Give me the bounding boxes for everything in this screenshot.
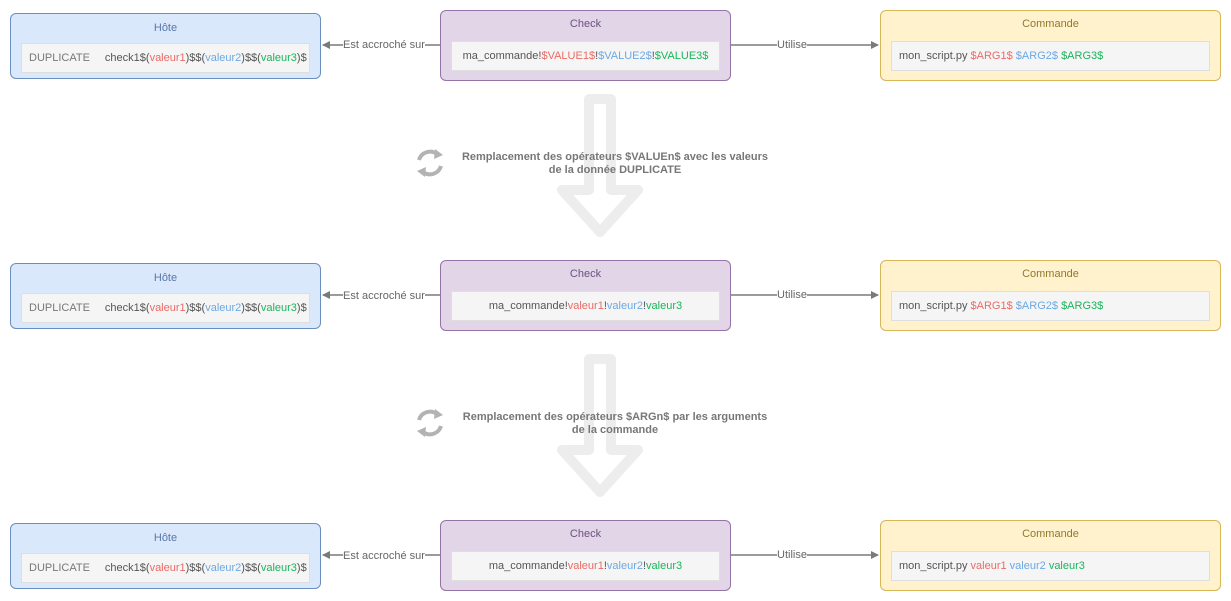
value-3: valeur3 — [260, 562, 297, 574]
arg-3: valeur3 — [646, 300, 683, 312]
value-2: valeur2 — [205, 562, 242, 574]
duplicate-label: DUPLICATE — [29, 52, 90, 64]
value-1: valeur1 — [149, 562, 186, 574]
arg-2: valeur2 — [606, 300, 643, 312]
text-part: )$$( — [241, 302, 261, 314]
commande-box: Commande mon_script.py $ARG1$ $ARG2$ $AR… — [880, 10, 1221, 81]
commande-box: Commande mon_script.py $ARG1$ $ARG2$ $AR… — [880, 260, 1221, 331]
step-description-2: Remplacement des opérateurs $ARGn$ par l… — [455, 411, 775, 437]
uses-label: Utilise — [777, 39, 807, 51]
check-definition: ma_commande!$VALUE1$!$VALUE2$!$VALUE3$ — [451, 41, 720, 71]
arg-1: $ARG1$ — [970, 300, 1013, 312]
commande-definition: mon_script.py $ARG1$ $ARG2$ $ARG3$ — [891, 291, 1210, 321]
down-arrow-icon — [557, 354, 643, 497]
hote-title: Hôte — [153, 22, 178, 34]
attached-label: Est accroché sur — [343, 39, 425, 51]
arg-3: valeur3 — [1048, 560, 1085, 572]
text-part: )$$( — [241, 52, 261, 64]
uses-label: Utilise — [777, 549, 807, 561]
commande-box: Commande mon_script.py valeur1 valeur2 v… — [880, 520, 1221, 591]
check-title: Check — [569, 268, 602, 280]
uses-label: Utilise — [777, 289, 807, 301]
step-line: de la commande — [571, 424, 659, 436]
text-part: )$$( — [185, 562, 206, 574]
check-definition: ma_commande!valeur1!valeur2!valeur3 — [451, 551, 720, 581]
value-1: valeur1 — [149, 302, 186, 314]
text-part: ! — [651, 50, 655, 62]
arg-3: $VALUE3$ — [654, 50, 709, 62]
arg-1: valeur1 — [567, 560, 604, 572]
arg-2: valeur2 — [606, 560, 643, 572]
arg-1: valeur1 — [567, 300, 604, 312]
check-box: Check ma_commande!valeur1!valeur2!valeur… — [440, 520, 731, 591]
attached-label: Est accroché sur — [343, 290, 425, 302]
text-part: mon_script.py — [899, 50, 971, 62]
check-box: Check ma_commande!valeur1!valeur2!valeur… — [440, 260, 731, 331]
step-line: de la donnée DUPLICATE — [548, 164, 682, 176]
arg-3: valeur3 — [646, 560, 683, 572]
hote-title: Hôte — [153, 272, 178, 284]
arg-2: $ARG2$ — [1015, 300, 1058, 312]
text-part: ! — [603, 560, 607, 572]
text-part: ! — [642, 560, 647, 572]
text-part: )$ — [296, 52, 307, 64]
text-part: ! — [642, 300, 647, 312]
text-part: check1$( — [104, 562, 150, 574]
check-box: Check ma_commande!$VALUE1$!$VALUE2$!$VAL… — [440, 10, 731, 81]
arg-2: valeur2 — [1009, 560, 1046, 572]
text-part: ma_commande! — [488, 560, 568, 572]
step-line: Remplacement des opérateurs $VALUEn$ ave… — [461, 151, 769, 163]
commande-definition: mon_script.py valeur1 valeur2 valeur3 — [891, 551, 1210, 581]
refresh-icon — [417, 409, 443, 437]
arg-2: $VALUE2$ — [598, 50, 652, 62]
text-part: mon_script.py — [899, 560, 971, 572]
arg-3: $ARG3$ — [1061, 300, 1104, 312]
arg-3: $ARG3$ — [1061, 50, 1104, 62]
text-part: ! — [603, 300, 607, 312]
text-part: mon_script.py — [899, 300, 971, 312]
step-line: Remplacement des opérateurs $ARGn$ par l… — [462, 411, 768, 423]
commande-title: Commande — [1022, 268, 1079, 280]
check-definition: ma_commande!valeur1!valeur2!valeur3 — [451, 291, 720, 321]
text-part: ! — [595, 50, 599, 62]
commande-definition: mon_script.py $ARG1$ $ARG2$ $ARG3$ — [891, 41, 1210, 71]
text-part: )$$( — [185, 52, 206, 64]
text-part: )$ — [296, 562, 307, 574]
arg-1: $VALUE1$ — [541, 50, 596, 62]
value-3: valeur3 — [260, 52, 297, 64]
check-title: Check — [569, 528, 602, 540]
text-part: )$$( — [241, 562, 261, 574]
duplicate-label: DUPLICATE — [29, 302, 90, 314]
attached-label: Est accroché sur — [343, 550, 425, 562]
value-2: valeur2 — [205, 302, 242, 314]
check-title: Check — [569, 18, 602, 30]
text-part: ma_commande! — [488, 300, 568, 312]
commande-title: Commande — [1022, 528, 1079, 540]
commande-title: Commande — [1022, 18, 1079, 30]
text-part: check1$( — [104, 302, 150, 314]
value-2: valeur2 — [205, 52, 242, 64]
value-3: valeur3 — [260, 302, 297, 314]
arg-1: valeur1 — [970, 560, 1007, 572]
duplicate-label: DUPLICATE — [29, 562, 90, 574]
value-1: valeur1 — [149, 52, 186, 64]
step-description-1: Remplacement des opérateurs $VALUEn$ ave… — [455, 151, 775, 177]
refresh-icon — [417, 149, 443, 177]
text-part: ma_commande! — [462, 50, 542, 62]
text-part: )$ — [296, 302, 307, 314]
down-arrow-icon — [557, 94, 643, 237]
arg-1: $ARG1$ — [970, 50, 1013, 62]
hote-title: Hôte — [153, 532, 178, 544]
text-part: check1$( — [104, 52, 150, 64]
arg-2: $ARG2$ — [1015, 50, 1058, 62]
text-part: )$$( — [185, 302, 206, 314]
